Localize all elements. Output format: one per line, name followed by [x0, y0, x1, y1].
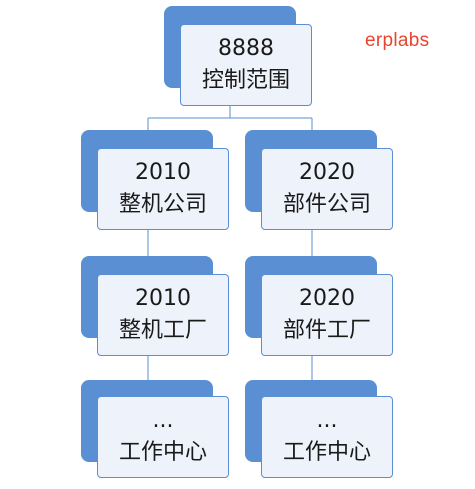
node-label: 部件公司: [282, 192, 371, 217]
node-label: 工作中心: [118, 440, 207, 465]
node-card: ... 工作中心: [261, 396, 393, 478]
node-card: 2020 部件公司: [261, 148, 393, 230]
node-label: 控制范围: [201, 68, 290, 93]
node-label: 部件工厂: [282, 318, 371, 343]
node-label: 整机公司: [118, 192, 207, 217]
node-code: 2020: [299, 160, 355, 185]
node-card: 8888 控制范围: [180, 24, 312, 106]
node-code: ...: [316, 408, 338, 433]
node-card: 2020 部件工厂: [261, 274, 393, 356]
node-label: 工作中心: [282, 440, 371, 465]
watermark-text: erplabs: [365, 30, 430, 51]
node-card: ... 工作中心: [97, 396, 229, 478]
node-code: 2010: [135, 160, 191, 185]
node-code: 2010: [135, 286, 191, 311]
node-card: 2010 整机公司: [97, 148, 229, 230]
node-label: 整机工厂: [118, 318, 207, 343]
node-code: ...: [152, 408, 174, 433]
node-card: 2010 整机工厂: [97, 274, 229, 356]
node-code: 2020: [299, 286, 355, 311]
node-code: 8888: [218, 36, 274, 61]
